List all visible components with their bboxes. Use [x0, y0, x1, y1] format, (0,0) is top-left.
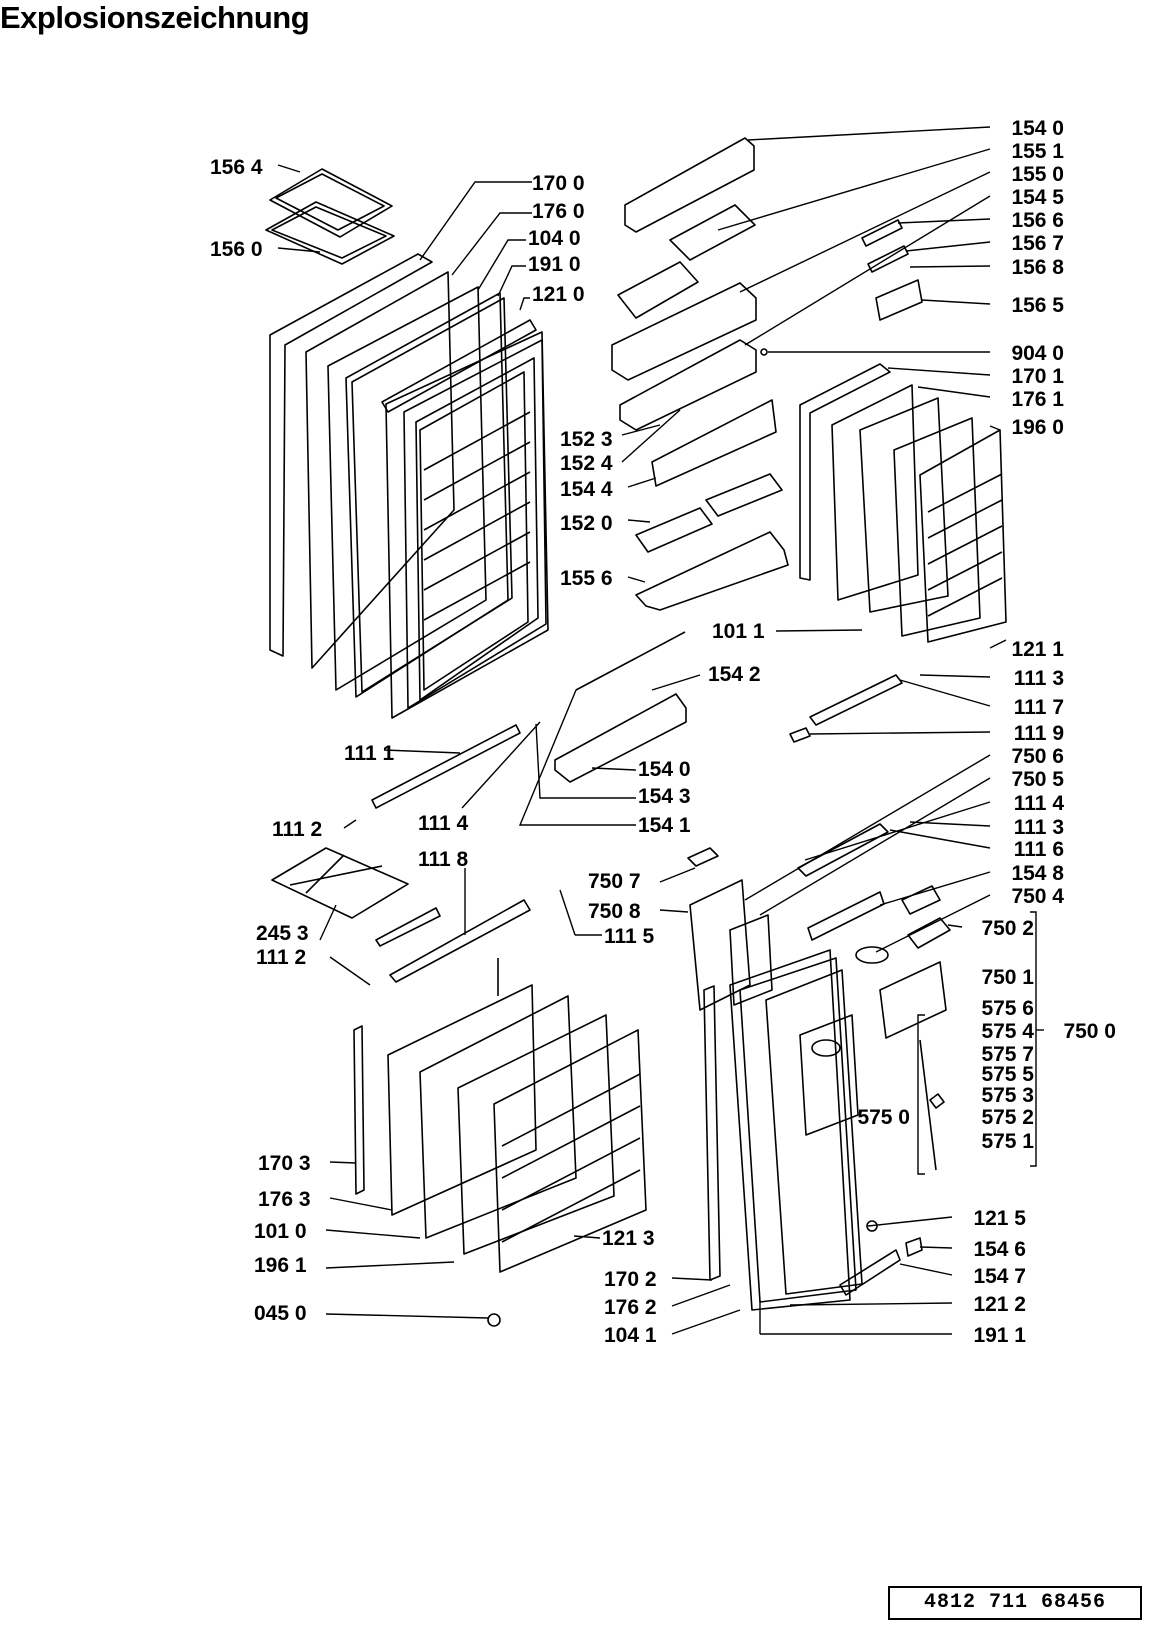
part-label: 575 3	[981, 1084, 1034, 1107]
part-label: 101 0	[254, 1220, 307, 1243]
part-label: 111 8	[418, 848, 469, 871]
part-label: 121 2	[973, 1293, 1026, 1316]
part-label: 575 6	[981, 997, 1034, 1020]
upper-door-panels	[269, 253, 549, 719]
part-label: 154 4	[560, 478, 613, 501]
part-drawings	[265, 137, 1007, 1327]
freezer-door-panels	[353, 958, 647, 1327]
part-label: 154 3	[638, 785, 691, 808]
part-label: 575 0	[857, 1106, 910, 1129]
part-label: 155 0	[1011, 163, 1064, 186]
leader-lines	[277, 126, 1044, 1335]
part-label: 170 3	[258, 1152, 311, 1175]
part-label: 154 7	[973, 1265, 1026, 1288]
document-number-box: 4812 711 68456	[888, 1586, 1142, 1620]
part-label: 111 3	[1014, 667, 1064, 690]
part-label: 154 6	[973, 1238, 1026, 1261]
part-label: 245 3	[256, 922, 309, 945]
part-label: 111 4	[1014, 792, 1065, 815]
part-label: 121 3	[602, 1227, 655, 1250]
part-label: 111 5	[604, 925, 655, 948]
part-label: 152 3	[560, 428, 613, 451]
part-label: 111 4	[418, 812, 469, 835]
part-label: 111 3	[1014, 816, 1064, 839]
part-label: 575 2	[981, 1106, 1034, 1129]
part-label: 155 6	[560, 567, 613, 590]
part-label: 176 3	[258, 1188, 311, 1211]
part-label: 575 5	[981, 1063, 1034, 1086]
part-label: 121 1	[1011, 638, 1064, 661]
part-label: 152 0	[560, 512, 613, 535]
part-label: 176 1	[1011, 388, 1064, 411]
part-label: 196 0	[1011, 416, 1064, 439]
part-label: 750 7	[588, 870, 641, 893]
part-label: 575 4	[981, 1020, 1034, 1043]
part-label: 111 1	[344, 742, 395, 765]
part-label: 196 1	[254, 1254, 307, 1277]
part-label: 750 0	[1063, 1020, 1116, 1043]
door-trays	[611, 137, 923, 611]
part-label: 155 1	[1011, 140, 1064, 163]
part-label: 156 5	[1011, 294, 1064, 317]
part-label: 156 7	[1011, 232, 1064, 255]
part-label: 750 5	[1011, 768, 1064, 791]
part-label: 121 5	[973, 1207, 1026, 1230]
page-title: Explosionszeichnung	[0, 0, 310, 35]
part-label: 104 1	[604, 1324, 657, 1347]
part-label: 750 1	[981, 966, 1034, 989]
part-label: 111 7	[1014, 696, 1064, 719]
part-label: 152 4	[560, 452, 613, 475]
cabinet-body	[687, 847, 951, 1311]
part-label: 154 8	[1011, 862, 1064, 885]
part-label: 170 2	[604, 1268, 657, 1291]
part-label: 904 0	[1011, 342, 1064, 365]
hinge-rails	[271, 631, 903, 983]
part-label: 156 8	[1011, 256, 1064, 279]
part-label: 750 6	[1011, 745, 1064, 768]
part-label: 101 1	[712, 620, 765, 643]
part-label: 154 5	[1011, 186, 1064, 209]
part-label: 111 2	[256, 946, 306, 969]
part-label: 176 0	[532, 200, 585, 223]
part-number-labels: 154 0 155 1 155 0 154 5 156 6 156 7 156 …	[210, 117, 1116, 1347]
part-label: 154 2	[708, 663, 761, 686]
part-label: 104 0	[528, 227, 581, 250]
part-label: 750 8	[588, 900, 641, 923]
part-label: 750 2	[981, 917, 1034, 940]
part-label: 176 2	[604, 1296, 657, 1319]
right-door-panels	[799, 363, 1007, 643]
part-label: 121 0	[532, 283, 585, 306]
part-label: 191 1	[973, 1324, 1026, 1347]
part-label: 170 0	[532, 172, 585, 195]
part-label: 156 0	[210, 238, 263, 261]
part-label: 154 0	[1011, 117, 1064, 140]
part-label: 156 4	[210, 156, 263, 179]
part-label: 575 7	[981, 1043, 1034, 1066]
part-label: 156 6	[1011, 209, 1064, 232]
part-label: 191 0	[528, 253, 581, 276]
part-label: 154 0	[638, 758, 691, 781]
part-label: 111 6	[1014, 838, 1064, 861]
part-label: 170 1	[1011, 365, 1064, 388]
part-label: 154 1	[638, 814, 691, 837]
glass-shelf-part	[265, 168, 395, 265]
part-label: 045 0	[254, 1302, 307, 1325]
part-label: 575 1	[981, 1130, 1034, 1153]
part-label: 750 4	[1011, 885, 1064, 908]
part-label: 111 9	[1014, 722, 1064, 745]
part-label: 111 2	[272, 818, 322, 841]
